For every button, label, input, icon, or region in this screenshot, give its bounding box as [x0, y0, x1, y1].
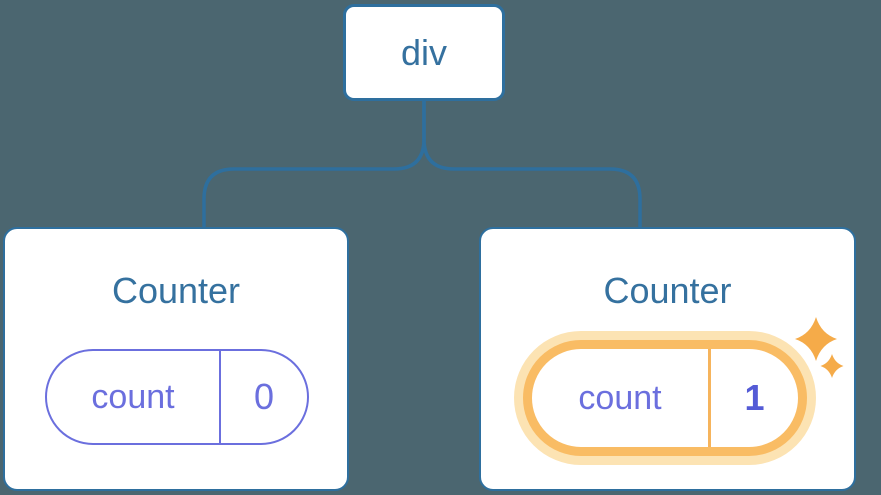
counter-card-left: Counter count 0	[3, 227, 349, 491]
counter-card-right: Counter count 1	[479, 227, 856, 491]
state-pill-right-highlighted: count 1	[523, 340, 807, 456]
state-value-left: 0	[253, 376, 275, 417]
state-value-right: 1	[744, 377, 765, 418]
connector-left-branch	[202, 100, 426, 228]
state-pill-left: count 0	[45, 349, 309, 445]
connector-right-branch	[422, 100, 642, 228]
state-key-label-right: count	[532, 349, 711, 447]
component-title-left: Counter	[111, 270, 241, 311]
state-key-label-left: count	[47, 351, 221, 443]
root-node-label: div	[400, 31, 448, 73]
component-title-right: Counter	[603, 270, 732, 311]
sparkle-icon	[795, 317, 844, 378]
sparkle-icon-small	[820, 354, 844, 378]
sparkle-icon-large	[795, 317, 837, 361]
root-node-div: div	[343, 4, 505, 101]
